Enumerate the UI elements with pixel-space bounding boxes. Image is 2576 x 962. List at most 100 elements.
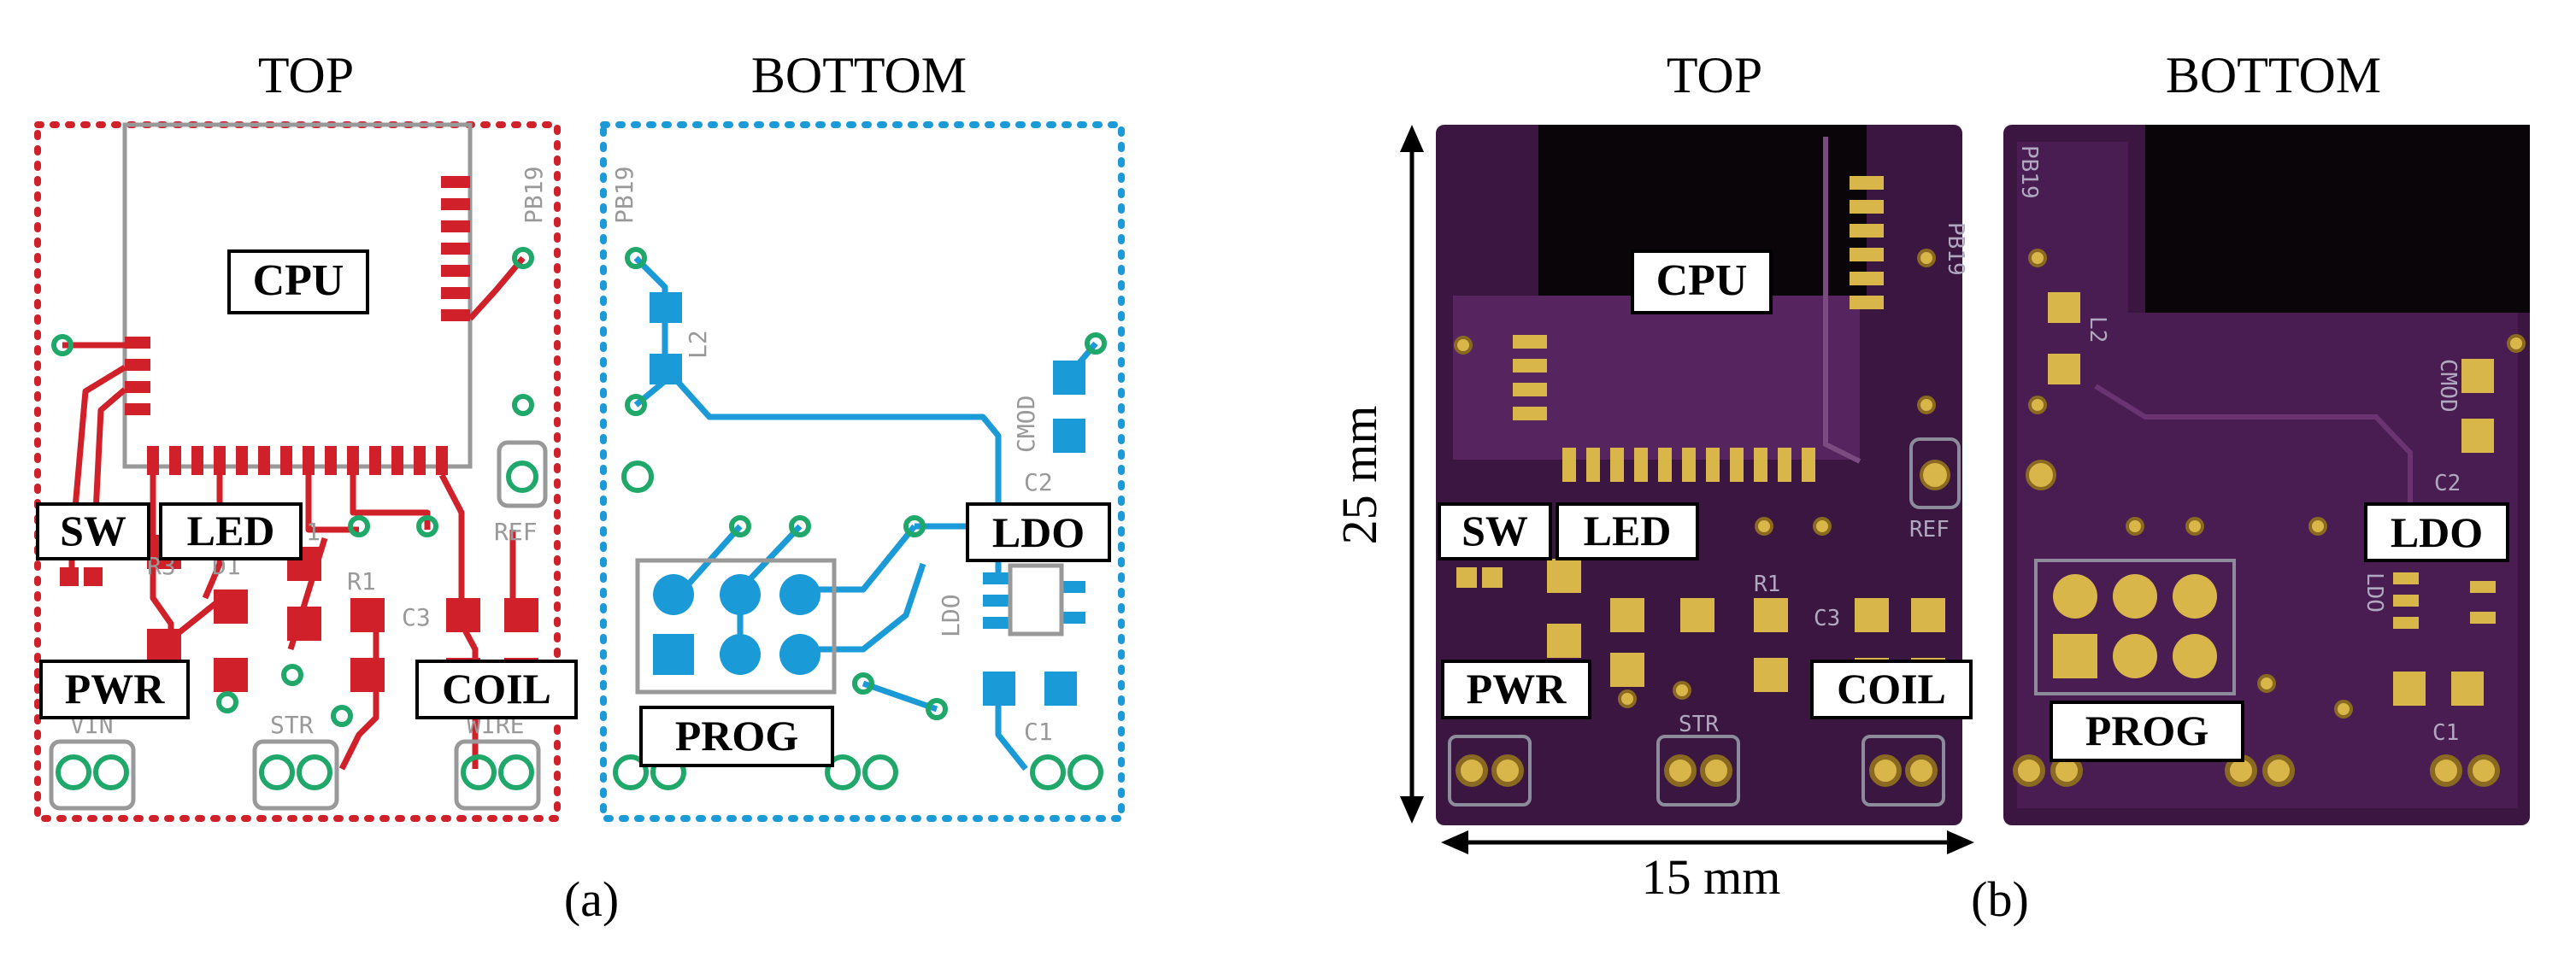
arrow-up-icon [1400,125,1424,152]
arrow-down-icon [1400,796,1424,824]
photo-silk-c3: C3 [1814,606,1840,631]
silk-pb19: PB19 [520,167,548,224]
photo-silk-b-c1: C1 [2432,720,2459,746]
arrow-right-icon [1947,830,1974,854]
photo-callout-ldo: LDO [2391,508,2483,556]
photo-bottom-smd-pads [2048,292,2496,706]
callout-pwr-box [39,660,190,719]
photo-silk-b-cmod: CMOD [2435,359,2461,413]
panel-b: TOP BOTTOM 25 mm 15 mm [1332,47,2530,927]
photo-top-connector-outlines [1448,735,1945,807]
photo-silk-r1: R1 [1754,572,1780,597]
photo-silk-b-c2: C2 [2434,471,2461,496]
panel-a: TOP BOTTOM [34,47,1125,927]
photo-callout-ldo-box [2364,502,2509,562]
silk-b-cmod: CMOD [1012,396,1040,453]
callout-led: LED [187,507,275,554]
photo-callout-sw: SW [1461,507,1528,554]
callout-sw-box [36,502,150,560]
dim-width-label: 15 mm [1642,849,1781,905]
silk-b-c2: C2 [1024,468,1053,496]
top-callouts: CPU SW LED PWR COIL [36,249,578,719]
photo-callout-coil: COIL [1837,665,1946,713]
silk-ref: REF [494,518,538,546]
cpu-left-pads [125,337,150,415]
photo-callout-pwr-box [1441,660,1591,719]
silk-str: STR [270,711,314,739]
top-connector-outlines [49,739,541,811]
dimension-arrows [1400,125,1974,854]
silk-b-l2: L2 [684,330,712,359]
photo-callout-cpu-box [1631,249,1773,314]
bottom-vias [613,247,1107,790]
panel-b-top-title: TOP [1667,47,1762,103]
panel-a-caption: (a) [564,871,619,927]
ldo-outline [1008,563,1064,636]
callout-sw: SW [60,507,126,554]
prog-header-pads [653,574,820,675]
silk-b-c1: C1 [1024,718,1053,746]
panel-a-top-title: TOP [258,47,354,103]
photo-prog-pads [2053,574,2217,678]
silk-one: 1 [306,518,321,546]
panel-a-bottom-title: BOTTOM [751,47,967,103]
cpu-bottom-pads [147,446,448,475]
panel-a-bottom-layer: PB19 L2 CMOD C2 LDO C1 LDO PROG [600,121,1125,822]
photo-prog-outline [2034,559,2236,695]
callout-coil: COIL [442,665,551,713]
dim-height-label: 25 mm [1332,406,1387,545]
photo-callout-pwr: PWR [1467,665,1567,713]
callout-led-box [159,502,303,560]
photo-top-ref-outline [1909,437,1961,509]
bottom-smd-parts [650,292,1085,706]
callout-coil-box [415,660,578,719]
photo-callout-led-box [1556,502,1699,560]
photo-top-trace [1823,137,1861,464]
panel-a-top-layer: PB19 REF R1 C3 D1 R3 1 STR VIN WIRE CPU … [34,121,578,822]
photo-bottom-holes [2013,754,2500,787]
silk-b-ldo: LDO [937,594,965,637]
photo-top-vias [1454,249,1950,708]
photo-bottom-silkscreen: PB19 L2 CMOD C2 LDO C1 [2016,145,2461,746]
callout-cpu-box [227,249,369,314]
top-vias [51,247,538,790]
photo-silk-b-l2: L2 [2085,316,2110,343]
prog-header-outline [635,558,837,695]
arrow-left-icon [1441,830,1468,854]
photo-silk-b-pb19: PB19 [2016,145,2042,199]
photo-silk-str: STR [1679,712,1719,737]
photo-top-ground-plane [1453,296,1860,460]
callout-prog: PROG [675,712,798,760]
callout-cpu: CPU [253,256,344,305]
callout-prog-box [639,706,834,767]
ref-pad-outline [497,440,548,508]
silk-r1: R1 [347,567,376,595]
photo-bottom-antenna-keepout [2145,125,2530,313]
callout-ldo-box [966,502,1111,562]
callout-ldo: LDO [992,508,1085,556]
photo-callout-prog: PROG [2085,707,2208,754]
photo-bottom-trace [2094,384,2413,513]
photo-top-holes [1456,754,1938,787]
photo-callout-sw-box [1438,502,1552,560]
silk-c3: C3 [402,603,431,631]
photo-bottom-board: PB19 L2 CMOD C2 LDO C1 LDO PROG [2003,125,2530,825]
photo-silk-pb19: PB19 [1943,222,1968,276]
photo-silk-b-ldo: LDO [2361,572,2387,613]
bottom-silkscreen: PB19 L2 CMOD C2 LDO C1 [610,167,1053,746]
photo-callout-cpu: CPU [1656,256,1748,305]
photo-callout-led: LED [1584,507,1672,554]
silk-b-pb19: PB19 [610,167,638,224]
photo-callout-prog-box [2050,701,2244,762]
panel-b-caption: (b) [1971,871,2029,927]
photo-top-cpu-pads [1513,176,1884,482]
cpu-right-pads [441,176,470,321]
photo-top-board: PB19 REF C3 R1 STR CPU SW LED PWR COIL [1436,125,1973,825]
panel-b-bottom-title: BOTTOM [2166,47,2381,103]
bottom-board-outline [600,121,1125,822]
photo-callout-coil-box [1810,660,1973,719]
photo-silk-ref: REF [1909,517,1950,543]
callout-pwr: PWR [65,665,166,713]
photo-bottom-vias [2026,249,2526,719]
